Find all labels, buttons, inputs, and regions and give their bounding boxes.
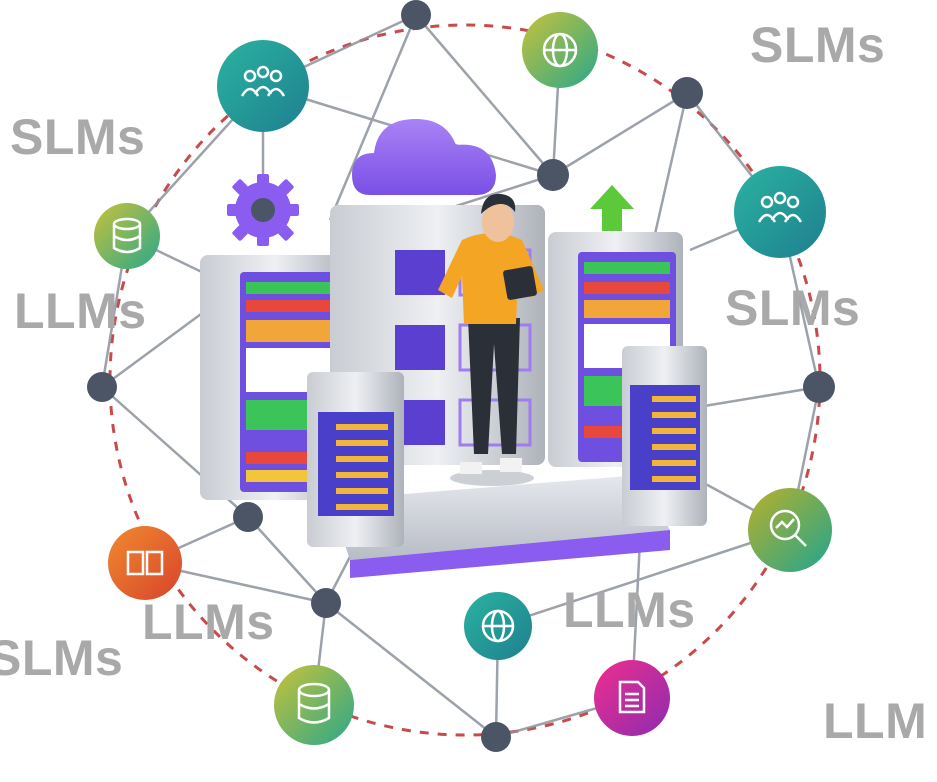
document-icon	[594, 660, 670, 736]
network-node	[537, 159, 569, 191]
cabinet-left	[307, 372, 404, 547]
cloud-icon	[352, 119, 496, 195]
person-figure	[438, 193, 544, 486]
network-node	[401, 0, 431, 30]
globe-icon	[464, 592, 532, 660]
database-icon	[94, 203, 160, 269]
network-node	[233, 502, 263, 532]
label-slms: SLMs	[10, 109, 146, 165]
label-llms: LLMs	[142, 594, 275, 650]
network-node	[87, 372, 117, 402]
up-arrow-icon	[590, 185, 634, 231]
platform	[330, 475, 670, 578]
database-icon	[274, 665, 354, 745]
label-slms: SLMs	[750, 17, 886, 73]
label-llms: LLMs	[14, 283, 147, 339]
people-icon	[217, 40, 309, 132]
label-slms: SLMs	[725, 280, 861, 336]
people-icon	[734, 166, 826, 258]
network-node	[671, 77, 703, 109]
book-icon	[108, 526, 182, 600]
label-llm: LLM	[823, 693, 928, 749]
cabinet-right	[622, 346, 707, 526]
analytics-icon	[748, 488, 832, 572]
network-nodes	[87, 0, 835, 752]
globe-icon	[522, 12, 598, 88]
gear-icon	[227, 174, 299, 246]
network-node	[481, 722, 511, 752]
label-slms: SLMs	[0, 630, 124, 686]
label-llms: LLMs	[563, 582, 696, 638]
network-node	[803, 371, 835, 403]
network-node	[311, 588, 341, 618]
